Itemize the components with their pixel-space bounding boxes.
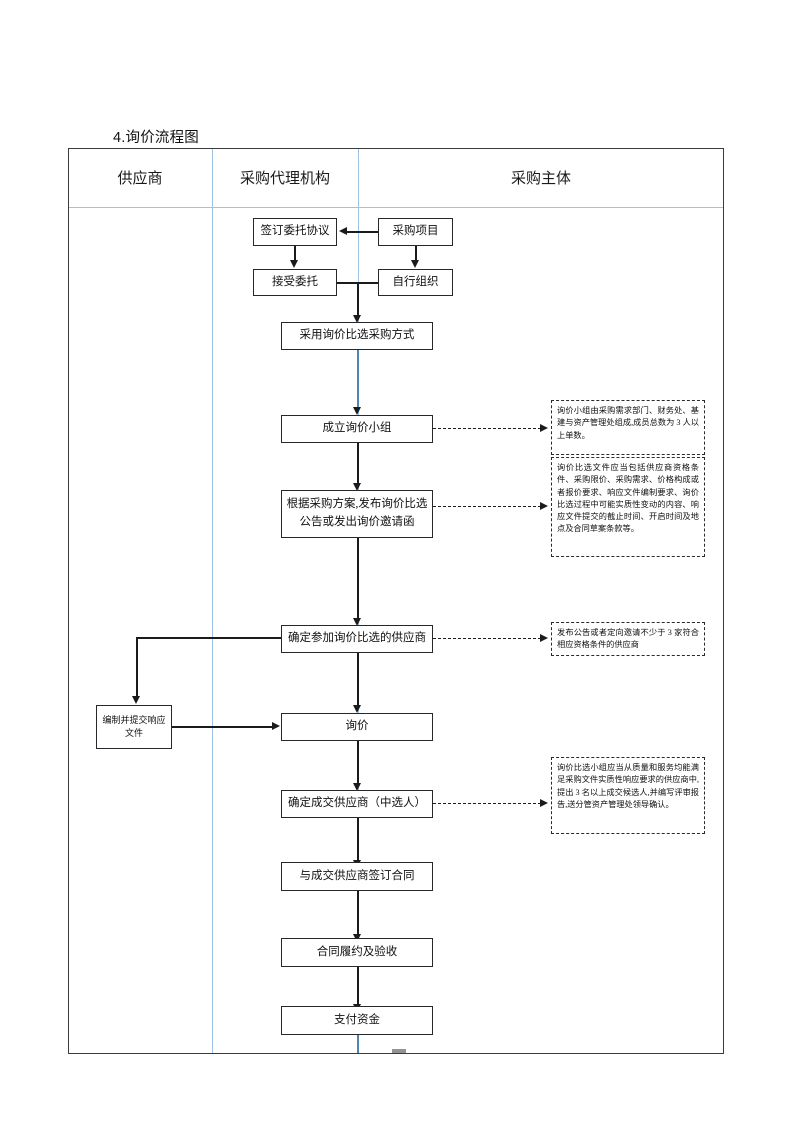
arrowhead-inquiry-to-winner — [353, 783, 361, 791]
arrowhead-project-to-self-organize — [411, 260, 419, 268]
connector-group-to-note — [433, 428, 541, 429]
node-procurement-project[interactable]: 采购项目 — [378, 218, 453, 246]
arrowhead-method-to-group — [353, 407, 361, 415]
lane-header-agency: 采购代理机构 — [239, 171, 330, 187]
node-accept-entrust[interactable]: 接受委托 — [253, 269, 337, 296]
connector-inquiry-to-winner — [357, 741, 359, 785]
node-pay-funds[interactable]: 支付资金 — [281, 1006, 433, 1035]
connector-determine-to-note — [433, 638, 541, 639]
node-determine-winner[interactable]: 确定成交供应商（中选人） — [281, 790, 433, 818]
node-form-group[interactable]: 成立询价小组 — [281, 415, 433, 443]
note-supplier-count: 发布公告或者定向邀请不少于 3 家符合相应资格条件的供应商 — [551, 622, 705, 656]
node-determine-suppliers[interactable]: 确定参加询价比选的供应商 — [281, 625, 433, 653]
connector-method-to-group — [357, 350, 359, 409]
note-document-contents: 询价比选文件应当包括供应商资格条件、采购限价、采购需求、价格构成或者报价要求、响… — [551, 457, 705, 557]
node-self-organize[interactable]: 自行组织 — [378, 269, 453, 296]
note-group-composition: 询价小组由采购需求部门、财务处、基建与资产管理处组成,成员总数为 3 人以上单数… — [551, 400, 705, 455]
node-publish-notice[interactable]: 根据采购方案,发布询价比选公告或发出询价邀请函 — [281, 490, 433, 538]
node-contract-performance[interactable]: 合同履约及验收 — [281, 938, 433, 967]
lane-header-supplier: 供应商 — [117, 171, 163, 187]
arrowhead-winner-to-note — [540, 799, 548, 807]
node-sign-contract[interactable]: 与成交供应商签订合同 — [281, 862, 433, 891]
connector-contract-to-performance — [357, 891, 359, 936]
connector-publish-to-note — [433, 506, 541, 507]
lane-divider-supplier-agency — [212, 149, 214, 1053]
connector-determine-to-prepare-h — [136, 637, 281, 639]
connector-pay-tail — [357, 1035, 359, 1053]
page-title: 4.询价流程图 — [113, 130, 199, 146]
note-candidate-selection: 询价比选小组应当从质量和服务均能满足采购文件实质性响应要求的供应商中,提出 3 … — [551, 757, 705, 834]
connector-project-to-agreement — [347, 231, 378, 233]
arrowhead-prepare-to-inquiry — [272, 722, 280, 730]
connector-winner-to-note — [433, 803, 541, 804]
lane-divider-agency-purchaser — [358, 149, 360, 1053]
connector-merge-down — [357, 282, 359, 317]
connector-determine-to-inquiry — [357, 653, 359, 707]
flowchart-frame — [68, 148, 724, 1054]
connector-winner-to-contract — [357, 818, 359, 862]
arrowhead-project-to-agreement — [339, 227, 347, 235]
arrowhead-determine-to-prepare — [132, 696, 140, 704]
arrowhead-publish-to-note — [540, 502, 548, 510]
arrowhead-publish-to-determine — [353, 618, 361, 626]
lane-header-separator — [69, 207, 723, 209]
arrowhead-group-to-note — [540, 424, 548, 432]
connector-agreement-to-accept — [294, 246, 296, 261]
footer-mark — [392, 1049, 406, 1054]
connector-determine-to-prepare-v — [136, 637, 138, 698]
arrowhead-determine-to-inquiry — [353, 705, 361, 713]
arrowhead-group-to-publish — [353, 483, 361, 491]
node-sign-agreement[interactable]: 签订委托协议 — [253, 218, 337, 246]
connector-group-to-publish — [357, 443, 359, 485]
arrowhead-determine-to-note — [540, 634, 548, 642]
connector-project-to-self-organize — [415, 246, 417, 261]
lane-header-purchaser: 采购主体 — [510, 171, 571, 187]
connector-publish-to-determine — [357, 538, 359, 620]
connector-performance-to-pay — [357, 967, 359, 1006]
node-adopt-method[interactable]: 采用询价比选采购方式 — [281, 322, 433, 350]
node-prepare-response[interactable]: 编制并提交响应文件 — [96, 705, 172, 749]
arrowhead-agreement-to-accept — [290, 260, 298, 268]
arrowhead-merge-to-method — [353, 315, 361, 323]
connector-prepare-to-inquiry — [172, 726, 273, 728]
node-inquiry[interactable]: 询价 — [281, 713, 433, 741]
